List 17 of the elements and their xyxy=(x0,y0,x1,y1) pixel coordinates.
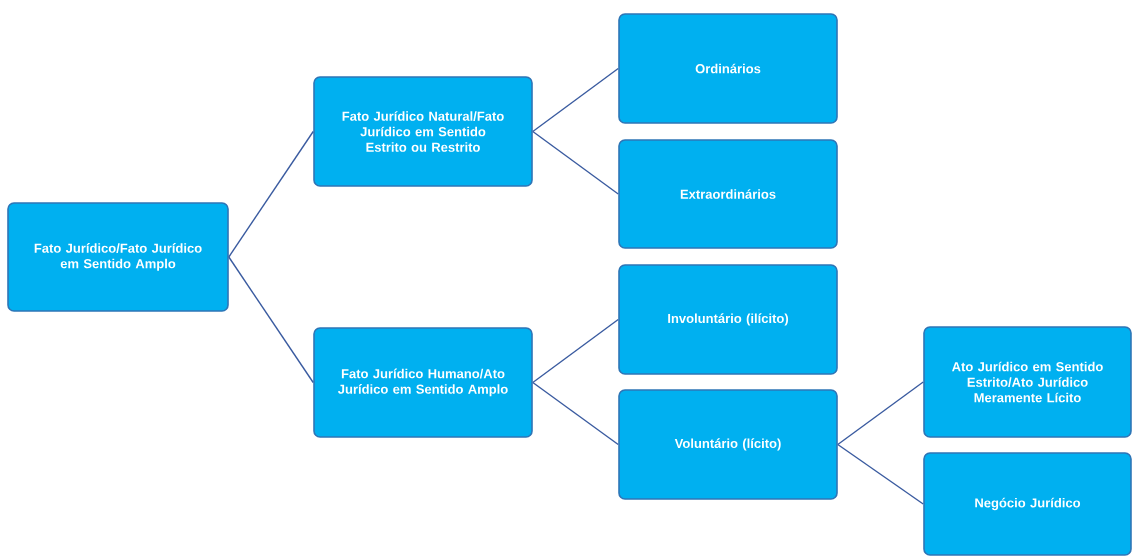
connector-line xyxy=(228,130,314,258)
connector-line xyxy=(532,318,619,384)
process-box: Fato Jurídico Humano/Ato Jurídico em Sentido Amplo xyxy=(313,327,533,438)
process-box: Negócio Jurídico xyxy=(923,452,1132,556)
process-box: Extraordinários xyxy=(618,139,838,249)
process-box: Ordinários xyxy=(618,13,838,124)
connector-line xyxy=(532,381,619,446)
process-box: Voluntário (lícito) xyxy=(618,389,838,500)
connector-line xyxy=(837,381,924,446)
connector-line xyxy=(837,443,924,505)
process-box: Involuntário (ilícito) xyxy=(618,264,838,375)
process-box: Ato Jurídico em Sentido Estrito/Ato Jurídico Meramente Lícito xyxy=(923,326,1132,438)
connector-line xyxy=(228,256,314,384)
process-box: Fato Jurídico Natural/Fato Jurídico em Sentido Estrito ou Restrito xyxy=(313,76,533,187)
process-box: Fato Jurídico/Fato Jurídico em Sentido Amplo xyxy=(7,202,229,312)
connector-line xyxy=(532,67,619,133)
connector-line xyxy=(532,130,619,195)
